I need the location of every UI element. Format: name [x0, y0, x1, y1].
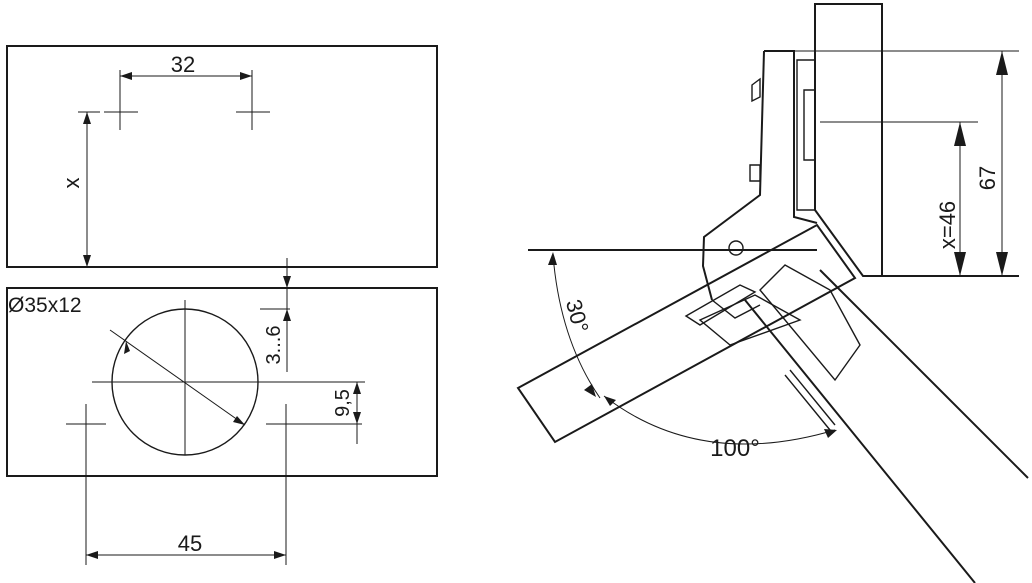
dimension-3-6: 3...6	[260, 258, 291, 372]
extension-lines	[794, 50, 1019, 123]
dimension-label-45: 45	[178, 531, 202, 556]
cabinet-side	[814, 3, 1019, 277]
dimension-label-3-6: 3...6	[263, 326, 285, 365]
door-30-position	[516, 223, 857, 444]
dimension-label-67: 67	[975, 166, 1000, 190]
dimension-32: 32	[119, 52, 253, 100]
dimension-label-9-5: 9,5	[332, 389, 354, 417]
dimension-label-x-46: x=46	[935, 201, 960, 249]
drilling-plan-view: 32 x Ø35x12 3...6 9,5 45	[6, 45, 438, 565]
dimension-67: 67	[975, 51, 1008, 276]
dimension-45: 45	[85, 444, 287, 565]
door-side-panel	[6, 45, 438, 268]
dimension-30-degrees: 30°	[548, 252, 601, 399]
angle-label-100: 100°	[710, 435, 760, 462]
cup-hole-label: Ø35x12	[8, 294, 82, 317]
dimension-label-x: x	[59, 178, 84, 189]
dimension-100-degrees: 100°	[603, 395, 837, 462]
dimension-9-5: 9,5	[300, 382, 362, 444]
hinge-arm	[684, 50, 818, 326]
dimension-x-46: x=46	[935, 122, 966, 276]
screw-hole-crosses	[66, 94, 306, 444]
door-100-position	[744, 264, 1029, 583]
dimension-label-32: 32	[171, 52, 195, 77]
door-panel	[6, 287, 438, 477]
hinge-side-view: 30° 100° x=46 67	[516, 3, 1029, 583]
angle-label-30: 30°	[561, 297, 594, 336]
cup-hole: Ø35x12	[8, 294, 365, 456]
dimension-x: x	[59, 111, 100, 267]
